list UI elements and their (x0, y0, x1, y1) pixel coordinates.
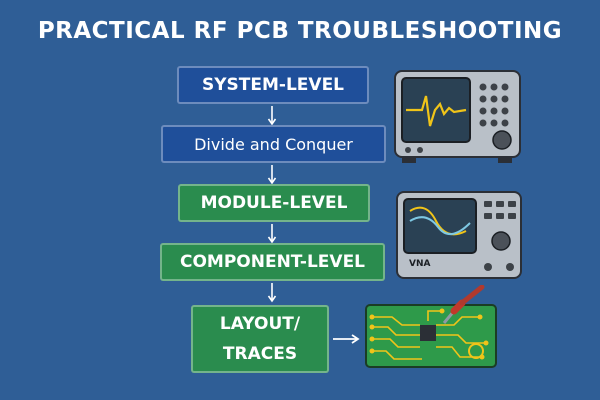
step-module-level-label: MODULE-LEVEL (200, 193, 348, 213)
step-component-level-label: COMPONENT-LEVEL (179, 252, 366, 272)
step-layout-traces-line1: LAYOUT/ (219, 314, 301, 334)
step-system-level-label: SYSTEM-LEVEL (201, 75, 345, 95)
step-layout-traces-line2: TRACES (222, 344, 298, 364)
diagram-title: PRACTICAL RF PCB TROUBLESHOOTING (37, 18, 563, 44)
step-module-level: MODULE-LEVEL (178, 184, 370, 222)
vna-icon (396, 191, 522, 279)
arrow-down-icon (267, 106, 277, 126)
step-layout-traces: LAYOUT/ TRACES (191, 305, 329, 373)
arrow-down-icon (267, 165, 277, 185)
step-divide-and-conquer: Divide and Conquer (161, 125, 386, 163)
vna-label: VNA (409, 259, 431, 269)
oscilloscope-icon (394, 70, 521, 163)
arrow-right-icon (333, 334, 360, 344)
arrow-down-icon (267, 283, 277, 303)
pcb-with-soldering-iron-icon (365, 285, 497, 368)
step-divide-and-conquer-label: Divide and Conquer (194, 134, 353, 154)
arrow-down-icon (267, 224, 277, 244)
step-system-level: SYSTEM-LEVEL (177, 66, 369, 104)
step-component-level: COMPONENT-LEVEL (160, 243, 385, 281)
